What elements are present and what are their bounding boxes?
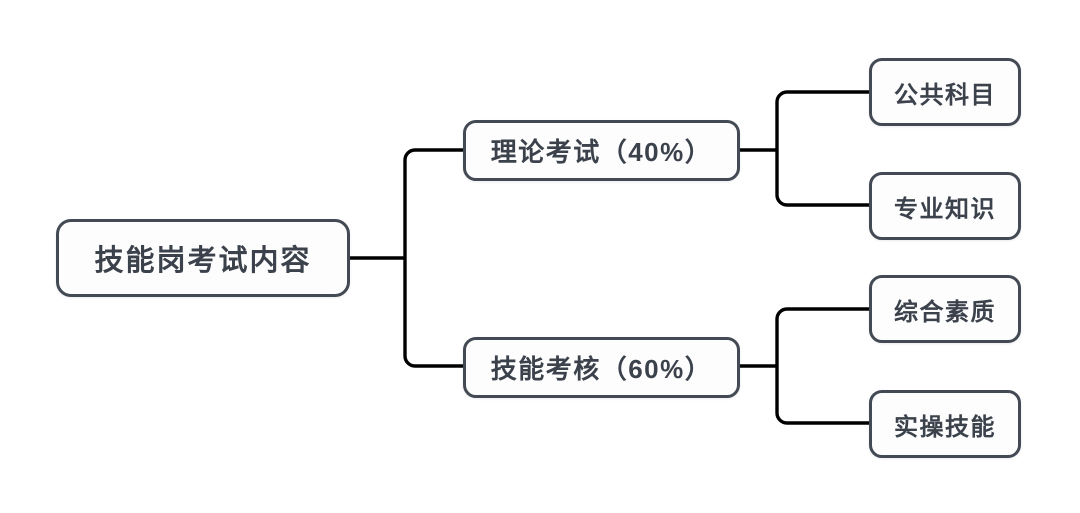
node-root-exam-content[interactable]: 技能岗考试内容: [56, 219, 350, 297]
connector-skill-to-leaves: [740, 307, 869, 425]
connector-theory-to-leaves: [740, 90, 869, 207]
connector-root-to-branches: [350, 148, 463, 368]
node-leaf-comprehensive-quality[interactable]: 综合素质: [869, 275, 1021, 343]
node-leaf-professional-knowledge[interactable]: 专业知识: [869, 172, 1021, 240]
node-branch-theory-exam[interactable]: 理论考试（40%）: [463, 120, 740, 181]
node-leaf-practical-skills[interactable]: 实操技能: [869, 390, 1021, 458]
node-leaf-public-subjects[interactable]: 公共科目: [869, 58, 1021, 126]
node-branch-skill-assessment[interactable]: 技能考核（60%）: [463, 337, 740, 398]
